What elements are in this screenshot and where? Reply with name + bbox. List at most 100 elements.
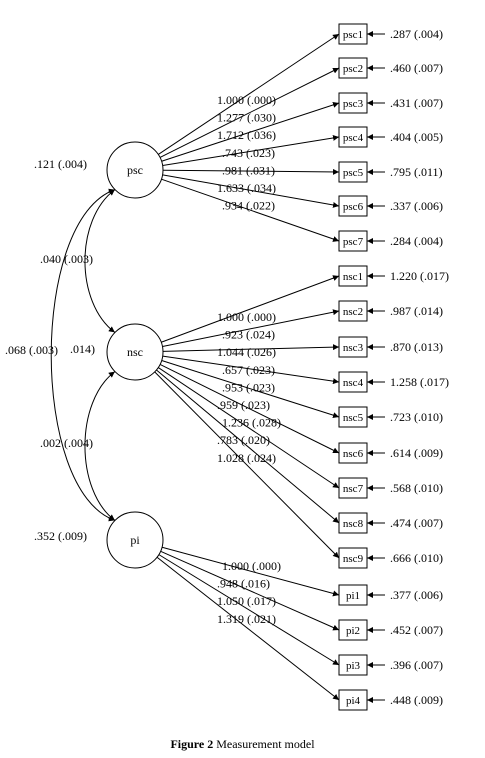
loading-label: 1.236 (.028) xyxy=(222,416,281,430)
indicator-label: psc2 xyxy=(343,63,363,75)
loading-arrow xyxy=(160,550,340,631)
indicator-box-psc4 xyxy=(338,126,368,148)
covariance-label: .040 (.003) xyxy=(40,252,93,266)
error-variance-label: .377 (.006) xyxy=(390,588,443,602)
error-variance-label: .396 (.007) xyxy=(390,658,443,672)
loading-arrow xyxy=(162,355,340,385)
indicator-label: nsc2 xyxy=(343,306,363,318)
loading-label: 1.712 (.036) xyxy=(217,128,276,142)
factor-node-nsc xyxy=(106,323,164,381)
error-variance-label: .723 (.010) xyxy=(390,410,443,424)
indicator-label: nsc5 xyxy=(343,412,364,424)
loading-label: 1.028 (.024) xyxy=(217,451,276,465)
caption-text: Measurement model xyxy=(216,737,315,751)
loading-label: 1.044 (.026) xyxy=(217,345,276,359)
indicator-box-nsc2 xyxy=(338,300,368,322)
error-variance-label: .452 (.007) xyxy=(390,623,443,637)
loading-label: .743 (.023) xyxy=(222,146,275,160)
indicator-box-nsc7 xyxy=(338,477,368,499)
loading-label: 1.277 (.030) xyxy=(217,111,276,125)
factor-label: psc xyxy=(127,163,143,177)
indicator-box-nsc6 xyxy=(338,442,368,464)
error-variance-label: .987 (.014) xyxy=(390,304,443,318)
loading-label: .959 (.023) xyxy=(217,398,270,412)
loading-label: .657 (.023) xyxy=(222,363,275,377)
indicator-box-pi2 xyxy=(338,619,368,641)
error-variance-label: .795 (.011) xyxy=(390,165,443,179)
loading-arrow xyxy=(154,371,340,559)
indicator-label: pi3 xyxy=(346,660,361,672)
loading-arrow xyxy=(162,134,340,167)
error-variance-label: .287 (.004) xyxy=(390,27,443,41)
loading-label: .948 (.016) xyxy=(217,577,270,591)
indicator-label: nsc1 xyxy=(343,271,363,283)
measurement-model-diagram: psc nsc pi psc1 psc2 psc3 psc4 psc5 psc6 psc7 nsc1… xyxy=(5,23,449,711)
indicator-label: nsc6 xyxy=(343,448,364,460)
factor-node-pi xyxy=(106,511,164,569)
loading-arrow xyxy=(158,367,340,489)
indicator-label: pi2 xyxy=(346,625,360,637)
error-variance-label: .337 (.006) xyxy=(390,199,443,213)
factor-variance-label: .014) xyxy=(70,342,95,356)
indicator-box-psc7 xyxy=(338,230,368,252)
error-variance-label: .404 (.005) xyxy=(390,130,443,144)
indicator-box-nsc9 xyxy=(338,547,368,569)
indicator-label: psc5 xyxy=(343,167,364,179)
indicator-box-nsc3 xyxy=(338,336,368,358)
indicator-box-nsc4 xyxy=(338,371,368,393)
factor-label: pi xyxy=(130,533,140,547)
error-variance-label: .614 (.009) xyxy=(390,446,443,460)
loading-arrow xyxy=(159,67,340,158)
loading-arrow xyxy=(162,168,340,175)
figure-caption: Figure 2 Measurement model xyxy=(0,737,485,752)
loading-arrow xyxy=(162,309,340,347)
indicator-box-pi3 xyxy=(338,654,368,676)
covariance-arrow xyxy=(84,371,116,521)
covariance-arrow xyxy=(50,188,116,522)
indicator-label: nsc3 xyxy=(343,342,364,354)
indicator-box-nsc5 xyxy=(338,406,368,428)
indicator-box-nsc1 xyxy=(338,265,368,287)
indicator-label: pi4 xyxy=(346,695,361,707)
loading-label: 1.000 (.000) xyxy=(222,559,281,573)
indicator-box-psc5 xyxy=(338,161,368,183)
loading-arrow xyxy=(158,554,340,666)
error-variance-label: .870 (.013) xyxy=(390,340,443,354)
error-variance-label: .448 (.009) xyxy=(390,693,443,707)
loading-arrow xyxy=(161,546,340,597)
factor-variance-label: .352 (.009) xyxy=(34,529,87,543)
loading-label: 1.050 (.017) xyxy=(217,594,276,608)
factor-node-psc xyxy=(106,141,164,199)
loading-label: .981 (.031) xyxy=(222,163,275,177)
loading-arrow xyxy=(161,178,340,242)
loading-arrow xyxy=(156,369,340,524)
indicator-label: psc4 xyxy=(343,132,364,144)
indicator-label: nsc9 xyxy=(343,553,364,565)
indicator-label: nsc8 xyxy=(343,518,364,530)
indicator-box-pi4 xyxy=(338,689,368,711)
covariance-arrow xyxy=(84,189,116,333)
indicator-box-psc2 xyxy=(338,57,368,79)
loading-arrow xyxy=(161,275,340,343)
indicator-label: psc7 xyxy=(343,236,364,248)
loading-label: 1.000 (.000) xyxy=(217,93,276,107)
error-variance-label: .474 (.007) xyxy=(390,516,443,530)
factor-label: nsc xyxy=(127,345,143,359)
indicator-label: psc6 xyxy=(343,201,364,213)
indicator-label: pi1 xyxy=(346,590,360,602)
loading-label: 1.000 (.000) xyxy=(217,310,276,324)
indicator-box-psc1 xyxy=(338,23,368,45)
error-variance-label: 1.220 (.017) xyxy=(390,269,449,283)
error-variance-label: .431 (.007) xyxy=(390,96,443,110)
covariance-label: .068 (.003) xyxy=(5,343,58,357)
indicator-label: psc3 xyxy=(343,98,364,110)
loading-arrow xyxy=(159,363,340,454)
indicator-label: psc1 xyxy=(343,29,363,41)
caption-label: Figure 2 xyxy=(170,737,214,751)
loading-arrow xyxy=(162,344,340,352)
loading-label: .783 (.020) xyxy=(217,433,270,447)
loading-label: .923 (.024) xyxy=(222,328,275,342)
error-variance-label: .568 (.010) xyxy=(390,481,443,495)
indicator-box-pi1 xyxy=(338,584,368,606)
error-variance-label: .284 (.004) xyxy=(390,234,443,248)
